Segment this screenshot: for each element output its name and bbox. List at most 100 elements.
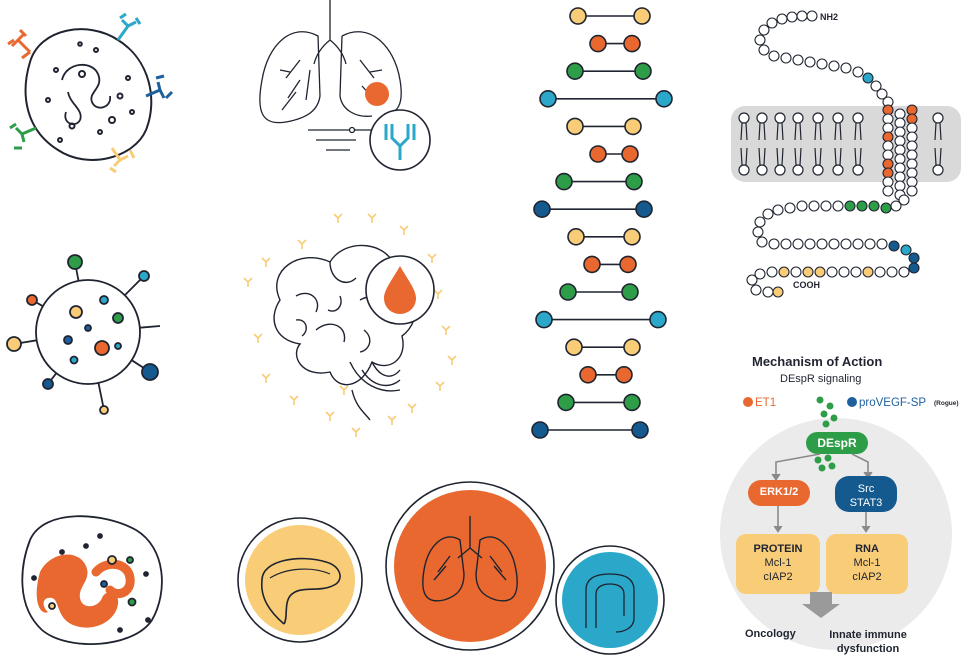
residue bbox=[840, 238, 852, 250]
residue bbox=[816, 58, 828, 70]
lipid-tail bbox=[776, 122, 784, 141]
mini-antibody bbox=[351, 427, 361, 437]
dna-base bbox=[567, 228, 585, 246]
dna-base bbox=[535, 310, 553, 329]
residue bbox=[832, 200, 844, 212]
lipid-tail bbox=[740, 147, 748, 166]
down-arrow bbox=[802, 592, 840, 618]
dna-base bbox=[589, 145, 607, 163]
residue bbox=[870, 80, 882, 92]
et1-label: ET1 bbox=[755, 397, 777, 409]
residue bbox=[898, 194, 910, 206]
residue bbox=[804, 56, 816, 68]
lipid-tail bbox=[740, 122, 748, 141]
residue bbox=[862, 72, 874, 84]
dna-base bbox=[557, 393, 575, 412]
residue bbox=[908, 262, 920, 274]
moa-title: Mechanism of Action bbox=[752, 354, 883, 369]
dna-base bbox=[635, 200, 653, 218]
residue bbox=[780, 238, 792, 250]
mini-antibody bbox=[253, 333, 263, 343]
nh2-label: NH2 bbox=[820, 12, 839, 22]
protein-heading: PROTEIN bbox=[753, 543, 803, 555]
mini-antibody bbox=[243, 277, 253, 287]
residue bbox=[876, 238, 888, 250]
residue bbox=[746, 274, 758, 286]
residue bbox=[856, 200, 868, 212]
residue bbox=[850, 266, 862, 278]
spike bbox=[139, 325, 161, 329]
residue bbox=[882, 185, 894, 197]
residue bbox=[900, 244, 912, 256]
mini-antibody bbox=[367, 213, 377, 223]
residue bbox=[888, 240, 900, 252]
lipid-head bbox=[932, 164, 944, 176]
lipid-tail bbox=[814, 122, 822, 141]
mini-antibody bbox=[447, 355, 457, 365]
residue bbox=[796, 200, 808, 212]
dna-ladder-icon bbox=[531, 7, 673, 439]
virus-cell-icon bbox=[6, 254, 161, 415]
src-node bbox=[835, 476, 897, 512]
lipid-head bbox=[812, 164, 824, 176]
spike-tip bbox=[42, 378, 54, 390]
lipid-head bbox=[792, 112, 804, 124]
pancreas-icon bbox=[237, 517, 363, 643]
residue bbox=[862, 266, 874, 278]
protein-sequence-icon bbox=[731, 10, 961, 298]
spike-tip bbox=[67, 254, 83, 270]
spike-tip bbox=[138, 270, 150, 282]
dna-base bbox=[623, 34, 641, 53]
residue bbox=[852, 66, 864, 78]
residue bbox=[790, 266, 802, 278]
dna-base bbox=[623, 338, 641, 357]
spike-tip bbox=[6, 336, 22, 352]
dna-base bbox=[649, 310, 667, 329]
residue bbox=[768, 50, 780, 62]
residue bbox=[754, 268, 766, 280]
lipid-tail bbox=[794, 147, 802, 166]
rna-line2: cIAP2 bbox=[852, 571, 882, 583]
dna-base bbox=[539, 90, 557, 108]
lipid-tail bbox=[834, 147, 842, 166]
lipid-head bbox=[774, 164, 786, 176]
dna-base bbox=[589, 34, 607, 53]
residue bbox=[826, 266, 838, 278]
moa-subtitle: DEspR signaling bbox=[780, 373, 862, 385]
residue bbox=[784, 202, 796, 214]
colon-icon bbox=[555, 545, 665, 655]
rogue-label: (Rogue) bbox=[934, 400, 959, 407]
residue bbox=[820, 200, 832, 212]
dna-base bbox=[633, 7, 651, 25]
residue bbox=[762, 208, 774, 220]
residue bbox=[876, 88, 888, 100]
lipid-tail bbox=[854, 147, 862, 166]
residue bbox=[786, 11, 798, 23]
lipid-head bbox=[738, 164, 750, 176]
residue bbox=[768, 238, 780, 250]
dna-base bbox=[624, 117, 642, 136]
lipid-tail bbox=[758, 147, 766, 166]
lipid-head bbox=[832, 112, 844, 124]
mini-antibody bbox=[435, 381, 445, 391]
protein-line1: Mcl-1 bbox=[764, 557, 792, 569]
residue bbox=[772, 286, 784, 298]
erk-node bbox=[748, 480, 810, 506]
outcome-immune: Innate immune dysfunction bbox=[829, 629, 907, 655]
mini-antibody bbox=[407, 403, 417, 413]
residue bbox=[908, 252, 920, 264]
lipid-head bbox=[738, 112, 750, 124]
dna-base bbox=[566, 62, 584, 80]
residue bbox=[780, 52, 792, 64]
rna-heading: RNA bbox=[855, 543, 879, 555]
residue bbox=[874, 266, 886, 278]
rna-box-text: RNA Mcl-1 cIAP2 bbox=[826, 542, 908, 584]
spike-tip bbox=[141, 363, 159, 381]
dna-base bbox=[579, 365, 597, 384]
dna-base bbox=[631, 421, 649, 439]
residue bbox=[828, 238, 840, 250]
residue bbox=[758, 44, 770, 56]
lungs-icon bbox=[385, 481, 555, 651]
